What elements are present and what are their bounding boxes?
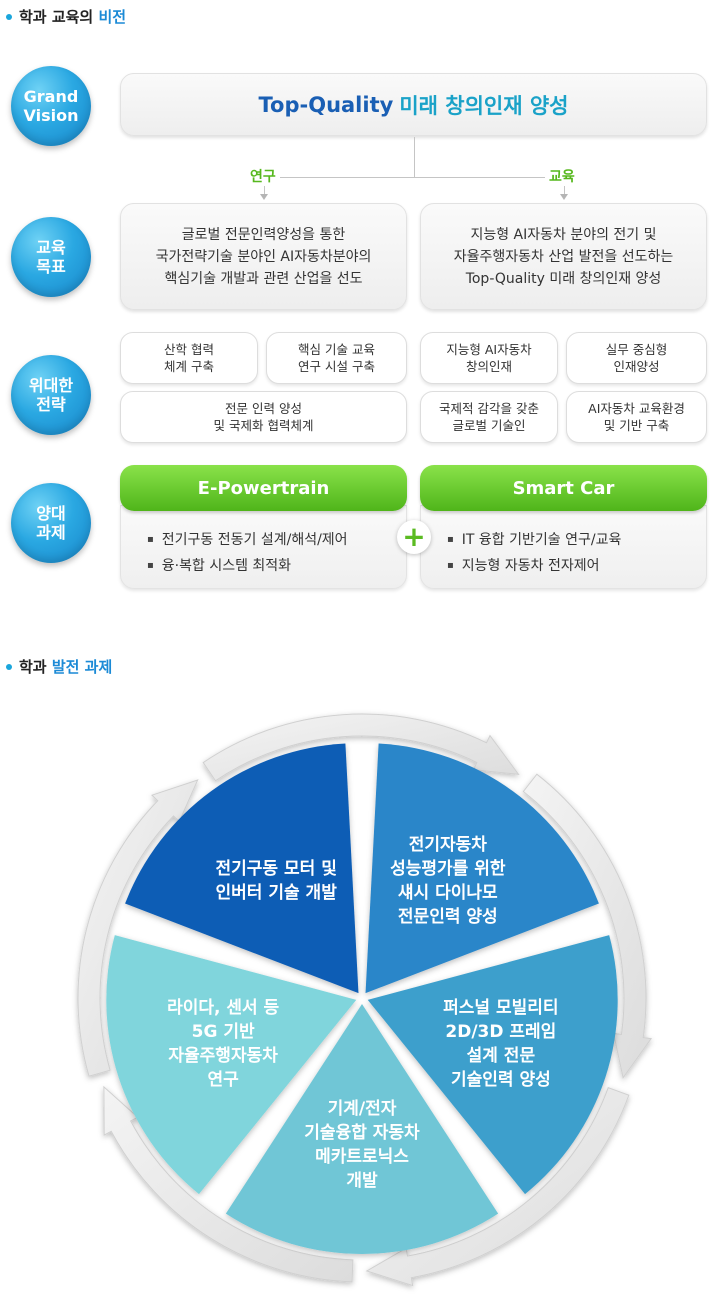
section-title-development: 학과 발전 과제 [6, 656, 112, 677]
cycle-segment-line: 메카트로닉스 [315, 1147, 409, 1167]
cycle-segment [367, 935, 618, 1195]
cycle-segment [125, 743, 359, 994]
goal-box-education: 지능형 AI자동차 분야의 전기 및 자율주행자동차 산업 발전을 선도하는 T… [420, 203, 707, 310]
strategy-item: 핵심 기술 교육 연구 시설 구축 [266, 332, 407, 384]
section-title-vision: 학과 교육의 비전 [6, 6, 126, 27]
task-list: 전기구동 전동기 설계/해석/제어 융·복합 시스템 최적화 [147, 528, 348, 580]
cycle-segment-line: 퍼스널 모빌리티 [443, 998, 558, 1018]
strategy-item: 실무 중심형 인재양성 [566, 332, 707, 384]
task-title-smartcar: Smart Car [420, 465, 707, 511]
cycle-segment [106, 935, 357, 1195]
cycle-segment-line: 기술융합 자동차 [304, 1122, 420, 1143]
cycle-arrow-icon [522, 773, 653, 1080]
cycle-segment [365, 743, 599, 994]
arrow-down-icon [560, 194, 568, 200]
plus-icon: + [397, 520, 431, 554]
cycle-segment-line: 전기자동차 [409, 835, 488, 855]
cycle-arrow-icon [202, 713, 520, 782]
task-list: IT 융합 기반기술 연구/교육 지능형 자동차 전자제어 [447, 528, 622, 580]
strategy-item: AI자동차 교육환경 및 기반 구축 [566, 391, 707, 443]
goal-box-research: 글로벌 전문인력양성을 통한 국가전략기술 분야인 AI자동차분야의 핵심기술 … [120, 203, 407, 310]
vision-box: Top-Quality 미래 창의인재 양성 [120, 73, 707, 136]
cycle-segment-line: 섀시 다이나모 [398, 883, 498, 903]
cycle-arrow-icon [77, 779, 199, 1077]
task-item: 융·복합 시스템 최적화 [147, 554, 348, 580]
task-item: 지능형 자동차 전자제어 [447, 554, 621, 580]
strategy-item: 산학 협력 체계 구축 [120, 332, 258, 384]
cycle-segment-line: 라이다, 센서 등 [167, 998, 279, 1018]
cycle-arrow-icon [103, 1085, 354, 1283]
cycle-segment-line: 기계/전자 [328, 1099, 397, 1119]
label-education-goals: 교육 목표 [11, 217, 91, 297]
label-strategy: 위대한 전략 [11, 355, 91, 435]
label-tasks: 양대 과제 [11, 483, 91, 563]
cycle-segment-line: 연구 [208, 1070, 240, 1090]
cycle-segment-line: 설계 전문 [467, 1046, 536, 1066]
tag-research: 연구 [246, 166, 280, 186]
task-item: IT 융합 기반기술 연구/교육 [447, 528, 622, 554]
cycle-segment-line: 전기구동 모터 및 [216, 859, 337, 879]
task-box-smartcar: IT 융합 기반기술 연구/교육 지능형 자동차 전자제어 [420, 505, 707, 589]
cycle-segment-line: 전문인력 양성 [398, 907, 498, 927]
strategy-item: 지능형 AI자동차 창의인재 [420, 332, 558, 384]
cycle-segment [225, 1004, 499, 1254]
connector-vertical [414, 137, 415, 177]
cycle-segment-line: 2D/3D 프레임 [445, 1021, 556, 1042]
cycle-segment-line: 개발 [346, 1171, 378, 1191]
strategy-item: 전문 인력 양성 및 국제화 협력체계 [120, 391, 407, 443]
connector-left [264, 185, 265, 194]
cycle-arrow-icon [365, 1086, 630, 1287]
arrow-down-icon [260, 194, 268, 200]
label-grand-vision: Grand Vision [11, 66, 91, 146]
connector-right [564, 185, 565, 194]
connector-horizontal [264, 177, 565, 178]
cycle-segment-line: 5G 기반 [192, 1022, 255, 1042]
task-item: 전기구동 전동기 설계/해석/제어 [147, 528, 348, 554]
task-box-powertrain: 전기구동 전동기 설계/해석/제어 융·복합 시스템 최적화 [120, 505, 407, 589]
bullet-icon [6, 13, 12, 20]
cycle-segment-line: 자율주행자동차 [168, 1046, 278, 1066]
bullet-icon [6, 663, 12, 670]
tag-education: 교육 [545, 166, 579, 186]
cycle-segment-line: 기술인력 양성 [451, 1070, 551, 1090]
cycle-segment-line: 성능평가를 위한 [390, 859, 506, 879]
cycle-segment-line: 인버터 기술 개발 [216, 883, 338, 903]
strategy-item: 국제적 감각을 갖춘 글로벌 기술인 [420, 391, 558, 443]
task-title-powertrain: E-Powertrain [120, 465, 407, 511]
